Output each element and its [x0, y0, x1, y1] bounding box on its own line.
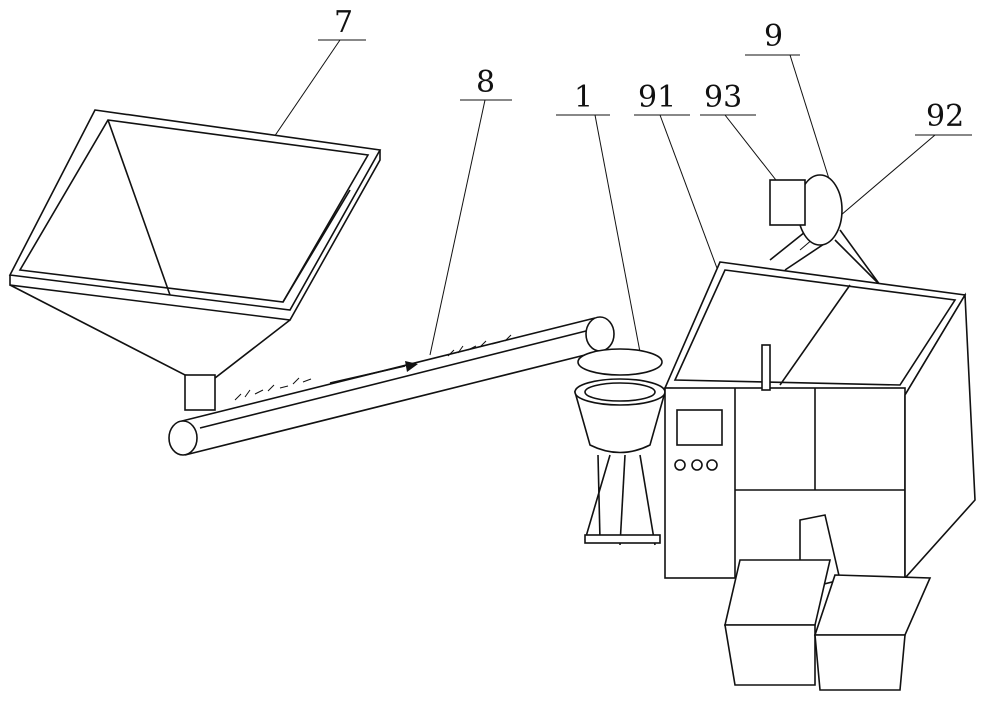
- conveyor: [168, 316, 615, 456]
- vibratory-bowl: [573, 348, 667, 546]
- label-fan: 9: [764, 19, 784, 54]
- label-conveyor: 8: [476, 65, 496, 100]
- parts: [234, 334, 512, 401]
- fan: [769, 174, 881, 286]
- cabinet: [663, 261, 976, 592]
- hopper: [8, 109, 382, 411]
- label-fan-outlet: 93: [704, 80, 743, 115]
- label-cabinet-top: 91: [638, 80, 677, 115]
- label-vibratory-bowl: 1: [574, 80, 594, 115]
- label-duct: 92: [926, 99, 965, 134]
- collection-bins: [723, 559, 932, 691]
- label-hopper: 7: [334, 5, 354, 40]
